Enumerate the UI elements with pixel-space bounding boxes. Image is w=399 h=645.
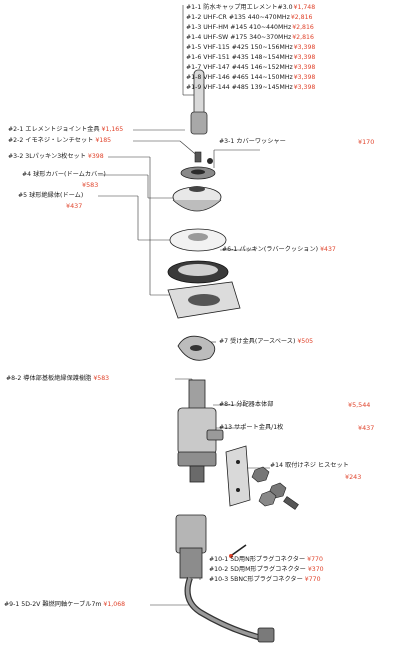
part-label-7: #7 受け金具(アースベース)¥505 (219, 338, 314, 345)
plug-connector (175, 514, 207, 579)
support-bracket (225, 445, 251, 507)
part-label-14: #14 取付けネジ ヒスセット (270, 462, 349, 469)
center-pin (229, 544, 247, 558)
earth-base (177, 335, 216, 361)
dome-insulator (169, 228, 227, 252)
part-price-13: ¥437 (358, 424, 375, 432)
main-body (177, 379, 224, 483)
part-label-5: #5 球形絶縁体(ドーム) (18, 192, 84, 199)
part-label-9-1: #9-1 5D-2V 難燃同軸ケーブル7m¥1,068 (4, 601, 126, 608)
part-price-8-1: ¥5,544 (348, 401, 371, 409)
part-price-5: ¥437 (66, 202, 83, 210)
part-label-1-3: #1-3 UHF-HM #145 410~440MHz¥2,816 (186, 24, 314, 31)
part-label-1-9: #1-9 VHF-144 #485 139~145MHz¥3,398 (186, 84, 316, 91)
rubber-cushion (167, 260, 229, 284)
part-label-8-1: #8-1 分配器本体部 (219, 401, 274, 408)
part-label-13: #13 サポート金具/1枚 (219, 424, 284, 431)
part-label-10-3: #10-3 5BNC形プラグコネクター¥770 (209, 576, 321, 583)
packing-plate (167, 281, 241, 319)
element-whip (190, 69, 208, 135)
part-label-1-4: #1-4 UHF-SW #175 340~370MHz¥2,816 (186, 34, 314, 41)
part-label-3-1: #3-1 カバーワッシャー (219, 138, 286, 145)
part-label-4: #4 球形カバー(ドームカバー) (22, 171, 106, 178)
part-label-3-2: #3-2 3Lパッキン3枚セット¥398 (8, 153, 104, 160)
part-label-1-1: #1-1 防水キャップ用エレメント#3.0¥1,748 (186, 4, 316, 11)
mounting-screws (251, 466, 299, 510)
part-label-10-2: #10-2 5D用M形プラグコネクター¥370 (209, 566, 324, 573)
part-label-1-6: #1-6 VHF-151 #435 148~154MHz¥3,398 (186, 54, 316, 61)
part-label-2-1: #2-1 エレメントジョイント金具¥1,165 (8, 126, 124, 133)
part-price-3-1: ¥170 (358, 138, 375, 146)
part-label-8-2: #8-2 導体部基板絶縁保護樹脂¥583 (6, 375, 110, 382)
coax-cable (184, 576, 275, 643)
part-label-1-7: #1-7 VHF-147 #445 146~152MHz¥3,398 (186, 64, 316, 71)
part-label-1-2: #1-2 UHF-CR #135 440~470MHz¥2,816 (186, 14, 313, 21)
dome-cover (172, 186, 222, 212)
part-label-6-1: #6-1 パッキン(ラバークッション)¥437 (222, 246, 336, 253)
part-label-1-8: #1-8 VHF-146 #465 144~150MHz¥3,398 (186, 74, 316, 81)
set-screw (194, 151, 213, 164)
part-price-4: ¥583 (82, 181, 99, 189)
part-label-10-1: #10-1 5D用N形プラグコネクター¥770 (209, 556, 323, 563)
part-label-1-5: #1-5 VHF-115 #425 150~156MHz¥3,398 (186, 44, 316, 51)
cover-washer (180, 166, 216, 180)
part-label-2-2: #2-2 イモネジ・レンチセット¥185 (8, 137, 112, 144)
part-price-14: ¥243 (345, 473, 362, 481)
